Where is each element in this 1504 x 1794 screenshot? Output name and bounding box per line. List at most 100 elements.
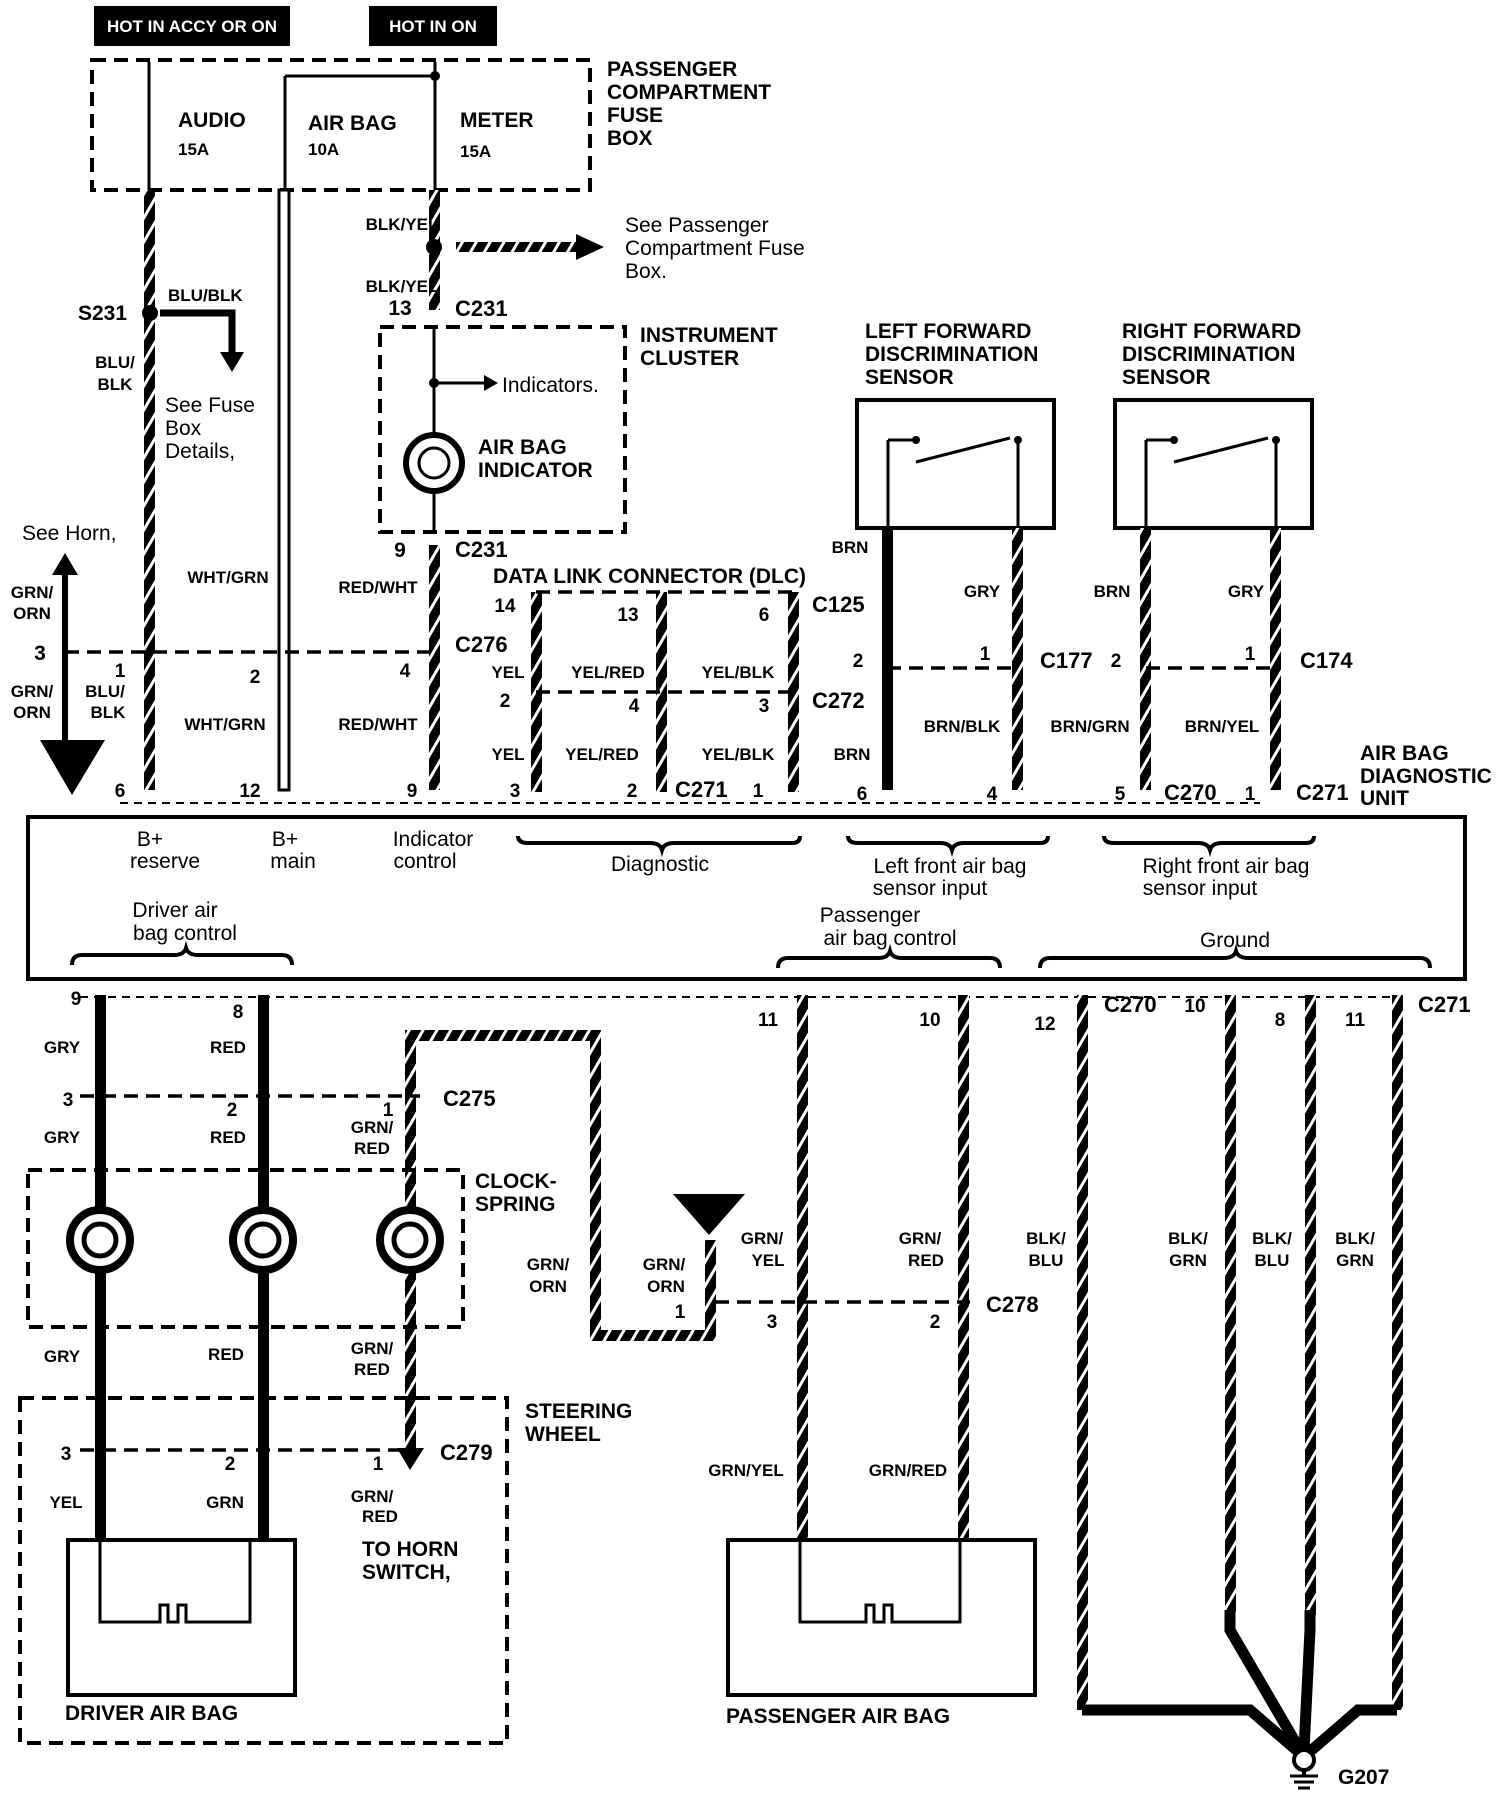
svg-text:5: 5 [1115, 784, 1126, 805]
svg-text:INDICATOR: INDICATOR [478, 459, 593, 482]
svg-text:BRN/BLK: BRN/BLK [924, 717, 1001, 736]
svg-text:C271: C271 [675, 777, 728, 802]
svg-text:C271: C271 [1296, 780, 1349, 805]
clockspring: CLOCK- SPRING [26, 1168, 557, 1329]
svg-text:SENSOR: SENSOR [1122, 366, 1211, 389]
svg-text:RED/WHT: RED/WHT [338, 578, 418, 597]
svg-text:main: main [270, 850, 316, 873]
svg-text:2: 2 [227, 1100, 238, 1121]
svg-text:GRN/: GRN/ [527, 1255, 570, 1274]
svg-text:HOT IN ON: HOT IN ON [389, 17, 477, 36]
airbag-diagnostic-unit: B+ reserve B+ main Indicator control Dia… [26, 815, 1467, 981]
fuse-meter-rating: 15A [460, 142, 491, 161]
svg-text:bag control: bag control [133, 922, 237, 945]
svg-text:3: 3 [759, 696, 770, 717]
svg-text:11: 11 [758, 1010, 779, 1031]
svg-text:FUSE: FUSE [607, 104, 663, 127]
svg-text:2: 2 [250, 667, 261, 688]
svg-text:4: 4 [629, 696, 640, 717]
svg-text:RIGHT FORWARD: RIGHT FORWARD [1122, 320, 1301, 343]
svg-text:PASSENGER AIR BAG: PASSENGER AIR BAG [726, 1705, 950, 1728]
fuse-audio-name: AUDIO [178, 109, 246, 132]
svg-text:RED: RED [362, 1507, 398, 1526]
svg-text:DRIVER AIR BAG: DRIVER AIR BAG [65, 1702, 238, 1725]
svg-text:GRN: GRN [206, 1493, 244, 1512]
svg-text:ORN: ORN [647, 1277, 685, 1296]
svg-text:C270: C270 [1104, 992, 1157, 1017]
svg-text:10: 10 [919, 1010, 940, 1031]
svg-text:GRN/: GRN/ [11, 682, 54, 701]
svg-text:Details,: Details, [165, 440, 235, 463]
svg-text:GRN/: GRN/ [899, 1229, 942, 1248]
svg-text:8: 8 [233, 1002, 244, 1023]
svg-text:WHT/GRN: WHT/GRN [184, 715, 265, 734]
svg-text:BLK: BLK [91, 703, 127, 722]
svg-text:C278: C278 [986, 1292, 1039, 1317]
svg-text:YEL/RED: YEL/RED [565, 745, 639, 764]
svg-text:Ground: Ground [1200, 929, 1270, 952]
svg-text:Driver air: Driver air [132, 899, 217, 922]
svg-text:Right front air bag: Right front air bag [1143, 855, 1310, 878]
svg-text:control: control [393, 850, 456, 873]
svg-text:1: 1 [980, 644, 991, 665]
svg-text:air bag control: air bag control [823, 927, 956, 950]
svg-text:Box.: Box. [625, 260, 667, 283]
fuse-airbag-name: AIR BAG [308, 112, 397, 135]
svg-text:YEL/BLK: YEL/BLK [702, 663, 775, 682]
svg-text:BLK/YEL: BLK/YEL [366, 277, 439, 296]
svg-text:ORN: ORN [13, 604, 51, 623]
svg-text:RED: RED [354, 1139, 390, 1158]
svg-text:2: 2 [1111, 651, 1122, 672]
svg-text:BLK/: BLK/ [1252, 1229, 1292, 1248]
svg-text:Indicators.: Indicators. [502, 374, 599, 397]
svg-text:C272: C272 [812, 688, 865, 713]
svg-text:Indicator: Indicator [393, 828, 474, 851]
svg-text:RED: RED [354, 1360, 390, 1379]
svg-text:3: 3 [767, 1312, 778, 1333]
svg-text:sensor input: sensor input [1143, 877, 1258, 900]
svg-text:C271: C271 [1418, 992, 1471, 1017]
svg-text:1: 1 [1245, 644, 1256, 665]
svg-text:WHT/GRN: WHT/GRN [187, 568, 268, 587]
svg-text:BLU/: BLU/ [85, 682, 125, 701]
svg-text:GRY: GRY [964, 582, 1001, 601]
svg-text:B+: B+ [137, 828, 163, 851]
svg-text:4: 4 [400, 661, 411, 682]
svg-text:1: 1 [753, 781, 764, 802]
svg-text:TO HORN: TO HORN [362, 1538, 458, 1561]
svg-text:GRN/: GRN/ [643, 1255, 686, 1274]
svg-text:BLU: BLU [1255, 1251, 1290, 1270]
svg-text:BRN/GRN: BRN/GRN [1050, 717, 1129, 736]
svg-text:9: 9 [394, 539, 406, 562]
svg-text:9: 9 [71, 989, 82, 1010]
svg-text:BRN: BRN [832, 538, 869, 557]
svg-text:ORN: ORN [529, 1277, 567, 1296]
svg-text:DISCRIMINATION: DISCRIMINATION [1122, 343, 1295, 366]
hot-in-accy-tag: HOT IN ACCY OR ON [94, 6, 290, 46]
svg-text:11: 11 [1345, 1010, 1366, 1031]
svg-text:SENSOR: SENSOR [865, 366, 954, 389]
svg-text:3: 3 [61, 1444, 72, 1465]
right-forward-sensor: RIGHT FORWARD DISCRIMINATION SENSOR [1113, 320, 1314, 790]
svg-text:9: 9 [407, 781, 418, 802]
svg-text:CLUSTER: CLUSTER [640, 347, 739, 370]
svg-text:2: 2 [930, 1312, 941, 1333]
upper-wiring: A [40, 188, 604, 795]
svg-text:GRN/: GRN/ [351, 1118, 394, 1137]
svg-text:GRN/: GRN/ [11, 583, 54, 602]
svg-text:A: A [65, 748, 79, 770]
svg-text:YEL/BLK: YEL/BLK [702, 745, 775, 764]
svg-text:S231: S231 [78, 302, 127, 325]
svg-text:1: 1 [675, 1302, 686, 1323]
passenger-airbag: PASSENGER AIR BAG [726, 1538, 1037, 1728]
left-forward-sensor: LEFT FORWARD DISCRIMINATION SENSOR [855, 320, 1056, 790]
svg-text:GRN: GRN [1336, 1251, 1374, 1270]
svg-text:RED/WHT: RED/WHT [338, 715, 418, 734]
svg-text:BLK/: BLK/ [1335, 1229, 1375, 1248]
svg-text:BLU/: BLU/ [95, 353, 135, 372]
svg-text:Compartment Fuse: Compartment Fuse [625, 237, 805, 260]
svg-text:C177: C177 [1040, 648, 1093, 673]
svg-text:13: 13 [388, 297, 411, 320]
svg-text:GRY: GRY [1228, 582, 1265, 601]
svg-text:GRN/RED: GRN/RED [869, 1461, 947, 1480]
